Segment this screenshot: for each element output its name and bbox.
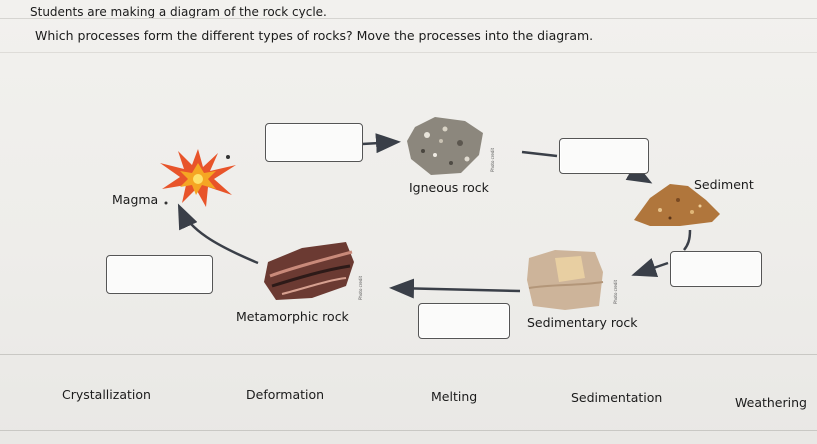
header-divider xyxy=(0,18,817,19)
process-crystallization[interactable]: Crystallization xyxy=(62,387,151,402)
process-weathering[interactable]: Weathering xyxy=(735,395,807,410)
rock-cycle-diagram: Magma Photo credit Igneous rock Sediment… xyxy=(0,60,817,350)
magma-splash-icon xyxy=(160,149,236,207)
sedimentary-rock-label: Sedimentary rock xyxy=(527,315,638,330)
sedimentary-rock-image xyxy=(527,250,604,310)
sediment-image xyxy=(634,184,720,226)
drop-box-magma-to-igneous[interactable] xyxy=(265,123,363,162)
igneous-photo-credit: Photo credit xyxy=(490,147,495,172)
drop-box-metamorphic-to-magma[interactable] xyxy=(106,255,213,294)
sediment-label: Sediment xyxy=(694,177,754,192)
drop-box-igneous-to-sediment[interactable] xyxy=(559,138,649,174)
process-melting[interactable]: Melting xyxy=(431,389,478,404)
drop-box-sedimentary-to-metamorphic[interactable] xyxy=(418,303,510,339)
metamorphic-photo-credit: Photo credit xyxy=(358,275,363,300)
igneous-rock-image xyxy=(407,117,483,175)
intro-text: Students are making a diagram of the roc… xyxy=(30,5,327,19)
question-divider xyxy=(0,52,817,53)
magma-label: Magma xyxy=(112,192,159,207)
processes-divider-top xyxy=(0,354,817,355)
question-text: Which processes form the different types… xyxy=(35,28,594,43)
process-deformation[interactable]: Deformation xyxy=(246,387,325,402)
processes-divider-bottom xyxy=(0,430,817,431)
drop-box-sediment-to-sedimentary[interactable] xyxy=(670,251,762,287)
sedimentary-photo-credit: Photo credit xyxy=(613,279,618,304)
igneous-rock-label: Igneous rock xyxy=(409,180,489,195)
metamorphic-rock-label: Metamorphic rock xyxy=(236,309,349,324)
metamorphic-rock-image xyxy=(264,242,354,300)
process-sedimentation[interactable]: Sedimentation xyxy=(571,390,663,405)
